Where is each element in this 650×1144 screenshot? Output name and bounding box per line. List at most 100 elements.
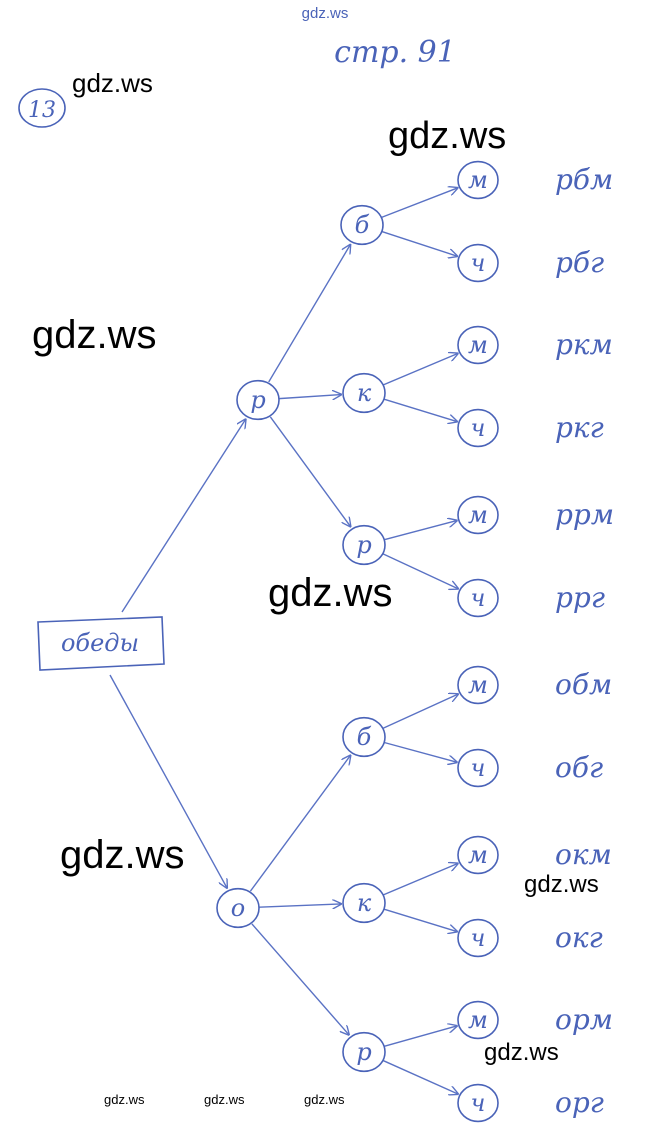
edge-level1-to-level2: [278, 395, 341, 399]
node-circle: [342, 882, 386, 924]
node-label: м: [468, 501, 488, 529]
watermark: gdz.ws: [104, 1092, 145, 1107]
node-circle: [457, 1083, 499, 1123]
outcome-label: окм: [555, 838, 612, 871]
level3-node: м: [457, 1000, 499, 1040]
level3-node: м: [457, 495, 499, 535]
level3-node: ч: [457, 243, 499, 283]
watermark: gdz.ws: [304, 1092, 345, 1107]
node-label: ч: [471, 754, 486, 782]
level3-node: м: [457, 665, 499, 705]
watermark: gdz.ws: [484, 1039, 559, 1066]
node-label: р: [356, 531, 371, 559]
watermark: gdz.ws: [60, 833, 185, 877]
node-circle: [457, 1000, 499, 1040]
node-label: м: [468, 841, 488, 869]
node-circle: [457, 748, 499, 788]
level2-node: к: [342, 372, 386, 414]
outcome-label: обм: [555, 668, 612, 701]
edge-level2-to-level3: [382, 1059, 458, 1094]
watermark: gdz.ws: [268, 571, 393, 615]
edge-level1-to-level2: [269, 416, 350, 526]
tree-nodes: обедыробкрбкрмчмчмчмчмчмчрбмрбгркмркгррм…: [37, 160, 614, 1123]
task-number-circle: [18, 88, 66, 128]
level2-node: р: [342, 1031, 386, 1073]
node-label: ч: [471, 584, 486, 612]
node-label: м: [468, 1006, 488, 1034]
edge-level2-to-level3: [381, 230, 457, 257]
node-label: ч: [471, 414, 486, 442]
outcome-label: обг: [555, 751, 603, 784]
edge-level2-to-level3: [381, 188, 458, 219]
node-label: ч: [471, 924, 486, 952]
node-label: м: [468, 671, 488, 699]
level3-node: м: [457, 160, 499, 200]
outcome-label: ррг: [555, 581, 605, 614]
edge-level1-to-level2: [268, 245, 351, 383]
level1-node: о: [216, 887, 260, 929]
node-circle: [457, 160, 499, 200]
outcome-label: рбм: [555, 163, 613, 196]
outcome-label: рбг: [555, 246, 604, 279]
node-circle: [457, 408, 499, 448]
level2-node: к: [342, 882, 386, 924]
node-circle: [342, 524, 386, 566]
node-label: м: [468, 331, 488, 359]
node-circle: [340, 204, 384, 246]
level3-node: ч: [457, 578, 499, 618]
edge-level1-to-level2: [249, 756, 350, 892]
edge-root-to-p: [121, 419, 246, 613]
node-circle: [457, 495, 499, 535]
tree-edges: [109, 188, 458, 1094]
node-label: р: [250, 386, 265, 414]
outcome-label: орм: [555, 1003, 613, 1036]
edge-level1-to-level2: [251, 923, 349, 1035]
node-label: р: [356, 1038, 371, 1066]
level3-node: ч: [457, 1083, 499, 1123]
edge-level2-to-level3: [384, 741, 457, 763]
outcome-label: орг: [555, 1086, 604, 1119]
node-circle: [216, 887, 260, 929]
node-circle: [457, 835, 499, 875]
level1-node: р: [236, 379, 280, 421]
root-node: обеды: [37, 616, 165, 671]
node-circle: [457, 665, 499, 705]
node-circle: [457, 918, 499, 958]
node-label: ч: [471, 1089, 486, 1117]
level3-node: м: [457, 835, 499, 875]
node-label: о: [231, 894, 245, 922]
node-circle: [457, 578, 499, 618]
node-circle: [342, 716, 386, 758]
edge-root-to-o: [109, 674, 227, 888]
edge-level2-to-level3: [382, 694, 458, 729]
root-label: обеды: [61, 629, 139, 657]
edge-level2-to-level3: [383, 864, 457, 896]
node-label: к: [357, 379, 372, 407]
level2-node: б: [342, 716, 386, 758]
edge-level2-to-level3: [384, 521, 456, 541]
node-label: м: [468, 166, 488, 194]
edge-level2-to-level3: [383, 354, 457, 386]
watermark: gdz.ws: [32, 313, 157, 357]
edge-level1-to-level2: [258, 904, 341, 907]
node-circle: [457, 243, 499, 283]
edge-level2-to-level3: [383, 398, 457, 421]
level3-node: м: [457, 325, 499, 365]
node-label: б: [355, 211, 370, 239]
outcome-label: ркм: [555, 328, 613, 361]
watermark: gdz.ws: [204, 1092, 245, 1107]
edge-level2-to-level3: [383, 908, 457, 931]
level3-node: ч: [457, 408, 499, 448]
edge-level2-to-level3: [382, 553, 458, 589]
node-label: ч: [471, 249, 486, 277]
root-box: [37, 616, 165, 671]
node-circle: [342, 372, 386, 414]
task-number: 13: [28, 98, 56, 123]
outcome-label: ркг: [555, 411, 604, 444]
node-circle: [342, 1031, 386, 1073]
watermark: gdz.ws: [524, 871, 599, 898]
node-circle: [236, 379, 280, 421]
watermark: gdz.ws: [72, 68, 153, 98]
site-title-top: gdz.ws: [302, 5, 349, 22]
